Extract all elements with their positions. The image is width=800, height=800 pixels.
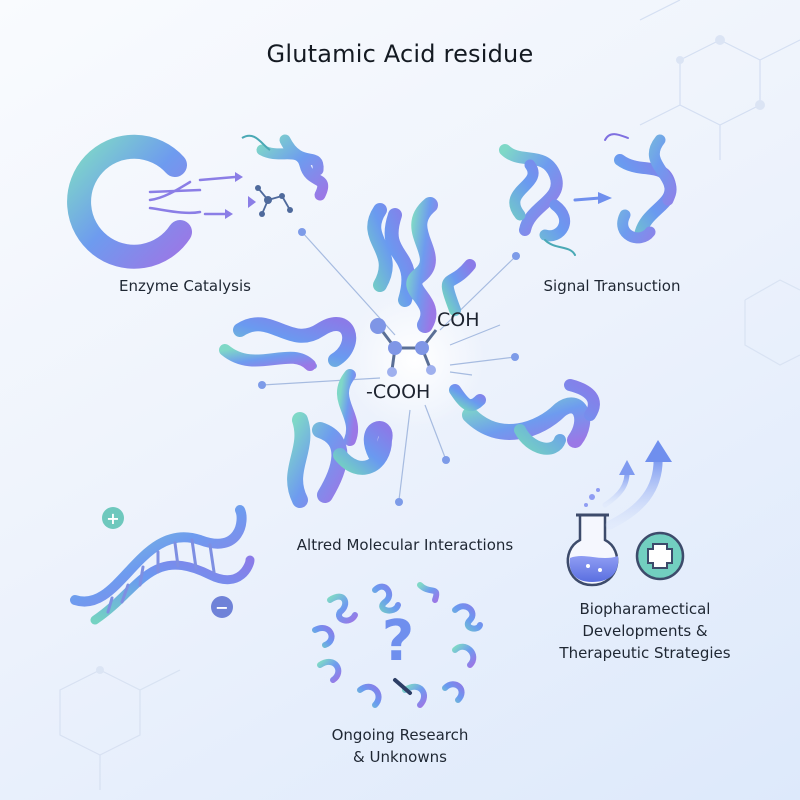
plus-charge-icon: + [106, 509, 119, 528]
node-research-line-1: Ongoing Research [331, 726, 469, 744]
node-biopharma-line-3: Therapeutic Strategies [559, 644, 731, 662]
node-enzyme-catalysis: Enzyme Catalysis [119, 277, 251, 295]
node-biopharmaceutical-developments: Biopharamectical Developments & Therapeu… [545, 598, 745, 664]
central-protein-ribbons [219, 197, 600, 508]
node-ongoing-research: Ongoing Research & Unknowns [310, 724, 490, 768]
plus-badge-illustration [635, 531, 685, 581]
minus-charge-icon: − [215, 598, 228, 617]
research-fragments-illustration [312, 582, 483, 708]
connector-dots [258, 228, 520, 506]
background-network-right [744, 279, 800, 366]
formula-cooh: -COOH [366, 381, 431, 403]
node-biopharma-line-1: Biopharamectical [579, 600, 711, 618]
central-molecule [370, 318, 438, 377]
node-biopharma-line-2: Developments & [582, 622, 708, 640]
page-title: Glutamic Acid residue [266, 40, 534, 68]
connector-lines [261, 231, 517, 501]
background-network-bottom-left [59, 666, 181, 790]
node-research-line-2: & Unknowns [353, 748, 447, 766]
formula-coh: COH [437, 309, 480, 331]
dna-helix-illustration [70, 505, 255, 625]
growth-arrows-illustration [602, 440, 672, 530]
question-mark-icon: ? [382, 609, 414, 674]
background-network-top-right [639, 0, 800, 160]
node-signal-transduction: Signal Transuction [543, 277, 681, 295]
signal-transduction-illustration [499, 133, 677, 256]
flask-illustration [566, 488, 619, 587]
node-altered-molecular-interactions: Altred Molecular Interactions [296, 536, 514, 554]
enzyme-catalysis-illustration [67, 134, 329, 269]
